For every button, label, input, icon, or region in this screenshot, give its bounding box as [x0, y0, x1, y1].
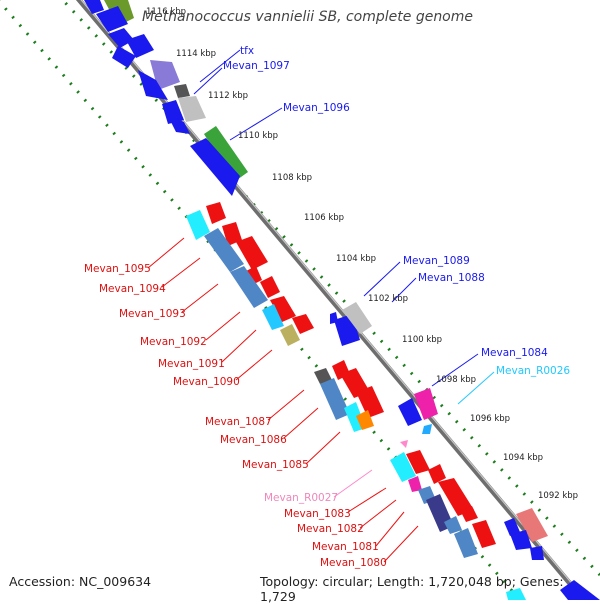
genome-title: Methanococcus vannielii SB, complete gen…: [142, 9, 474, 25]
tick-label: 1104 kbp: [336, 254, 376, 264]
gene-block[interactable]: [422, 424, 432, 434]
gene-block[interactable]: [400, 440, 408, 448]
gene-label-mevan-1095[interactable]: Mevan_1095: [84, 263, 151, 275]
gene-labels-forward: tfx Mevan_1097 Mevan_1096 Mevan_1089 Mev…: [223, 45, 570, 377]
gene-block[interactable]: [408, 476, 422, 492]
gene-block[interactable]: [438, 478, 474, 516]
tick-label: 1116 kbp: [146, 7, 186, 17]
gene-label-mevan-1096[interactable]: Mevan_1096: [283, 102, 350, 114]
gene-block[interactable]: [356, 386, 384, 418]
gene-block[interactable]: [342, 302, 372, 334]
gene-block[interactable]: [280, 324, 300, 346]
gene-block[interactable]: [230, 266, 268, 308]
gene-block[interactable]: [454, 528, 478, 558]
gene-block[interactable]: [398, 398, 422, 426]
gene-label-mevan-1083[interactable]: Mevan_1083: [284, 508, 351, 520]
gene-block[interactable]: [414, 388, 438, 420]
gene-block[interactable]: [236, 236, 268, 270]
gene-block[interactable]: [560, 580, 600, 600]
gene-block[interactable]: [406, 450, 430, 474]
gene-label-mevan-r0026[interactable]: Mevan_R0026: [496, 365, 570, 377]
gene-label-mevan-1080[interactable]: Mevan_1080: [320, 557, 387, 569]
gene-label-tfx[interactable]: tfx: [240, 45, 254, 57]
accession-text: Accession: NC_009634: [9, 574, 152, 589]
gene-block[interactable]: [84, 0, 104, 14]
gene-block[interactable]: [530, 546, 544, 560]
gene-label-mevan-1081[interactable]: Mevan_1081: [312, 541, 379, 553]
gene-block[interactable]: [516, 508, 548, 542]
gene-label-mevan-1093[interactable]: Mevan_1093: [119, 308, 186, 320]
gene-block[interactable]: [108, 28, 134, 48]
gene-block[interactable]: [96, 6, 128, 32]
tick-label: 1110 kbp: [238, 131, 278, 141]
gene-label-mevan-1090[interactable]: Mevan_1090: [173, 376, 240, 388]
gene-block[interactable]: [112, 46, 136, 68]
gene-block[interactable]: [126, 34, 154, 58]
leader-lines: [147, 49, 495, 563]
scale-ticks: 1116 kbp 1114 kbp 1112 kbp 1110 kbp 1108…: [146, 7, 578, 501]
gene-block[interactable]: [510, 530, 532, 550]
gene-block[interactable]: [204, 126, 248, 182]
tick-label: 1092 kbp: [538, 491, 578, 501]
tick-label: 1102 kbp: [368, 294, 408, 304]
gene-label-mevan-1084[interactable]: Mevan_1084: [481, 347, 548, 359]
gene-block[interactable]: [472, 520, 496, 548]
gene-block[interactable]: [260, 276, 280, 298]
gene-block[interactable]: [330, 312, 338, 324]
gene-label-mevan-1087[interactable]: Mevan_1087: [205, 416, 272, 428]
gene-block[interactable]: [314, 368, 332, 384]
gene-block[interactable]: [506, 588, 526, 600]
gene-block[interactable]: [356, 410, 374, 430]
gene-block[interactable]: [204, 228, 244, 272]
tick-label: 1096 kbp: [470, 414, 510, 424]
gene-label-mevan-1092[interactable]: Mevan_1092: [140, 336, 207, 348]
tick-label: 1100 kbp: [402, 335, 442, 345]
gene-block[interactable]: [444, 516, 462, 534]
gene-block[interactable]: [206, 202, 226, 224]
gene-block[interactable]: [190, 138, 240, 196]
gene-block[interactable]: [390, 452, 416, 482]
gene-label-mevan-1097[interactable]: Mevan_1097: [223, 60, 290, 72]
gene-block[interactable]: [138, 70, 168, 100]
gene-label-mevan-1086[interactable]: Mevan_1086: [220, 434, 287, 446]
gene-label-mevan-1088[interactable]: Mevan_1088: [418, 272, 485, 284]
gene-block[interactable]: [320, 378, 350, 420]
gene-block[interactable]: [504, 518, 520, 536]
gene-block[interactable]: [162, 100, 184, 124]
gene-block[interactable]: [460, 506, 478, 522]
gene-block[interactable]: [270, 296, 296, 322]
tick-label: 1094 kbp: [503, 453, 543, 463]
gene-block[interactable]: [174, 84, 190, 98]
gene-label-mevan-1091[interactable]: Mevan_1091: [158, 358, 225, 370]
gene-label-mevan-r0027[interactable]: Mevan_R0027: [264, 492, 338, 504]
gene-label-mevan-1082[interactable]: Mevan_1082: [297, 523, 364, 535]
gene-block[interactable]: [428, 464, 446, 484]
gene-block[interactable]: [292, 314, 314, 334]
gene-features: [84, 0, 600, 600]
gene-block[interactable]: [186, 210, 210, 240]
gene-block[interactable]: [168, 116, 190, 134]
tick-label: 1098 kbp: [436, 375, 476, 385]
gene-block[interactable]: [222, 222, 242, 246]
gene-label-mevan-1089[interactable]: Mevan_1089: [403, 255, 470, 267]
gene-block[interactable]: [178, 96, 206, 122]
gene-label-mevan-1085[interactable]: Mevan_1085: [242, 459, 309, 471]
tick-label: 1114 kbp: [176, 49, 216, 59]
gene-block[interactable]: [262, 304, 284, 330]
gene-labels-reverse: Mevan_1095 Mevan_1094 Mevan_1093 Mevan_1…: [84, 263, 387, 569]
gene-label-mevan-1094[interactable]: Mevan_1094: [99, 283, 166, 295]
tick-label: 1106 kbp: [304, 213, 344, 223]
tick-label: 1112 kbp: [208, 91, 248, 101]
tick-label: 1108 kbp: [272, 173, 312, 183]
